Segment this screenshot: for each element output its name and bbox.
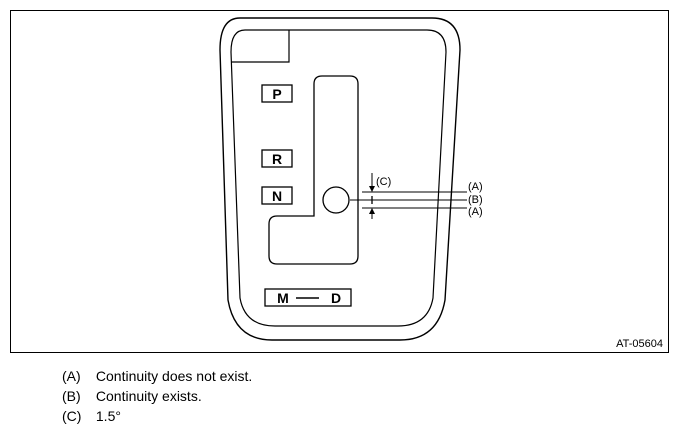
legend-key: (C) bbox=[62, 408, 82, 424]
callout-a-lower-label: (A) bbox=[468, 206, 483, 218]
legend-text: Continuity does not exist. bbox=[95, 368, 253, 384]
gate-d-label: D bbox=[331, 290, 341, 306]
gate-slot bbox=[268, 75, 359, 265]
panel-corner-notch bbox=[231, 30, 290, 63]
dimension-c-top-arrowhead bbox=[369, 186, 375, 192]
figure-id: AT-05604 bbox=[616, 338, 663, 350]
legend-item-b: (B) Continuity exists. bbox=[62, 387, 202, 405]
gate-r-label: R bbox=[272, 151, 282, 167]
gate-n-box bbox=[261, 186, 293, 205]
shifter-panel-inner bbox=[230, 29, 447, 327]
legend-key: (A) bbox=[62, 368, 81, 384]
gate-n-label: N bbox=[272, 188, 282, 204]
gate-m-label: M bbox=[277, 290, 289, 306]
legend-item-c: (C) 1.5° bbox=[62, 407, 121, 425]
legend-text: Continuity exists. bbox=[95, 388, 202, 404]
legend-text: 1.5° bbox=[95, 408, 121, 424]
legend-item-a: (A) Continuity does not exist. bbox=[62, 367, 252, 385]
callout-b-label: (B) bbox=[468, 194, 483, 206]
callout-a-upper-label: (A) bbox=[468, 181, 483, 193]
shift-lever-knob bbox=[322, 186, 350, 214]
shifter-panel-outer bbox=[219, 17, 461, 341]
figure-frame bbox=[10, 10, 669, 353]
dimension-c-bottom-arrowhead bbox=[369, 208, 375, 214]
gate-md-box bbox=[264, 288, 352, 307]
legend-key: (B) bbox=[62, 388, 81, 404]
gate-r-box bbox=[261, 149, 293, 168]
gate-p-box bbox=[261, 84, 293, 103]
callout-c-label: (C) bbox=[376, 176, 391, 188]
gate-p-label: P bbox=[272, 86, 281, 102]
